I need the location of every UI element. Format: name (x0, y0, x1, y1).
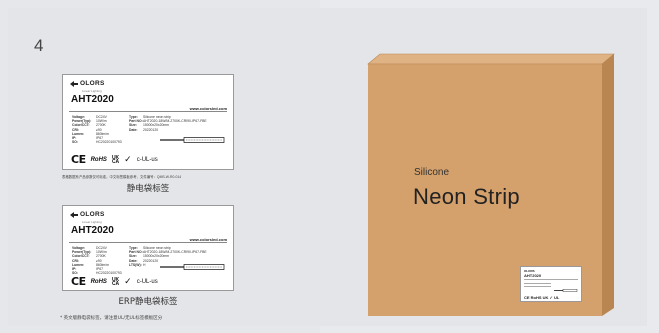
ul-mark-icon: c-UL-us (136, 278, 158, 285)
logo-subtitle: Linear Lighting (82, 220, 102, 224)
static-bag-label: OLORS Linear Lighting AHT2020 www.colors… (62, 74, 234, 170)
divider (69, 242, 227, 243)
box-top-face (367, 53, 615, 65)
mini-logo: OLORS (524, 269, 535, 273)
box-subtitle: Silicone (414, 167, 450, 178)
cable-illustration-icon (160, 264, 225, 270)
divider (69, 111, 227, 112)
label-caption: 静电袋标签 (126, 184, 170, 194)
check-mark-icon: ✓ (124, 276, 132, 286)
logo-mark-icon (70, 80, 78, 87)
cable-illustration-icon (160, 137, 225, 143)
box-side-face (602, 54, 614, 316)
box-mini-label: OLORS AHT2020 CE RoHS UK ✓ UL (520, 266, 582, 302)
spec-row: IP:IP67 (72, 136, 103, 141)
spec-row: SO:HC20220100793 (72, 140, 122, 145)
spec-row: Lumen:860lm/m (72, 131, 110, 136)
logo-subtitle: Linear Lighting (82, 89, 102, 93)
ul-mark-icon: c-UL-us (136, 156, 158, 163)
mini-text-line (524, 283, 551, 284)
footnote: * 英文版静电袋标签，请注意UL/无UL标签模板区分 (60, 316, 163, 321)
spec-row: SO:HC20220100793 (72, 271, 122, 276)
rohs-mark-icon: RoHS (90, 278, 107, 285)
brand-logo: OLORS (70, 211, 105, 218)
mini-text-line (524, 286, 551, 287)
erp-label-caption: ERP静电袋标签 (118, 297, 178, 307)
mini-cert-marks: CE RoHS UK ✓ UL (524, 295, 560, 300)
rohs-mark-icon: RoHS (90, 156, 107, 163)
ce-mark-icon: CE (71, 153, 86, 166)
website-url: www.colorsled.com (189, 237, 227, 242)
label-note: 表格数据系产品参数仅可标准。中文标签模板参考，文件编号：QMS-W-R0-014 (62, 175, 182, 179)
model-number: AHT2020 (71, 94, 114, 105)
mini-divider (524, 279, 578, 280)
ce-mark-icon: CE (71, 275, 86, 288)
brand-logo: OLORS (70, 80, 105, 87)
box-title: Neon Strip (413, 184, 520, 209)
check-mark-icon: ✓ (124, 154, 132, 164)
logo-text: OLORS (80, 80, 105, 87)
website-url: www.colorsled.com (189, 106, 227, 111)
mini-model: AHT2020 (524, 273, 542, 278)
erp-static-bag-label: OLORS Linear Lighting AHT2020 www.colors… (62, 205, 234, 291)
mini-cable-icon (554, 289, 578, 292)
logo-text: OLORS (80, 211, 105, 218)
logo-mark-icon (70, 211, 78, 218)
page-number: 4 (34, 36, 44, 55)
model-number: AHT2020 (71, 225, 114, 236)
spec-row: IP:IP67 (72, 267, 103, 272)
